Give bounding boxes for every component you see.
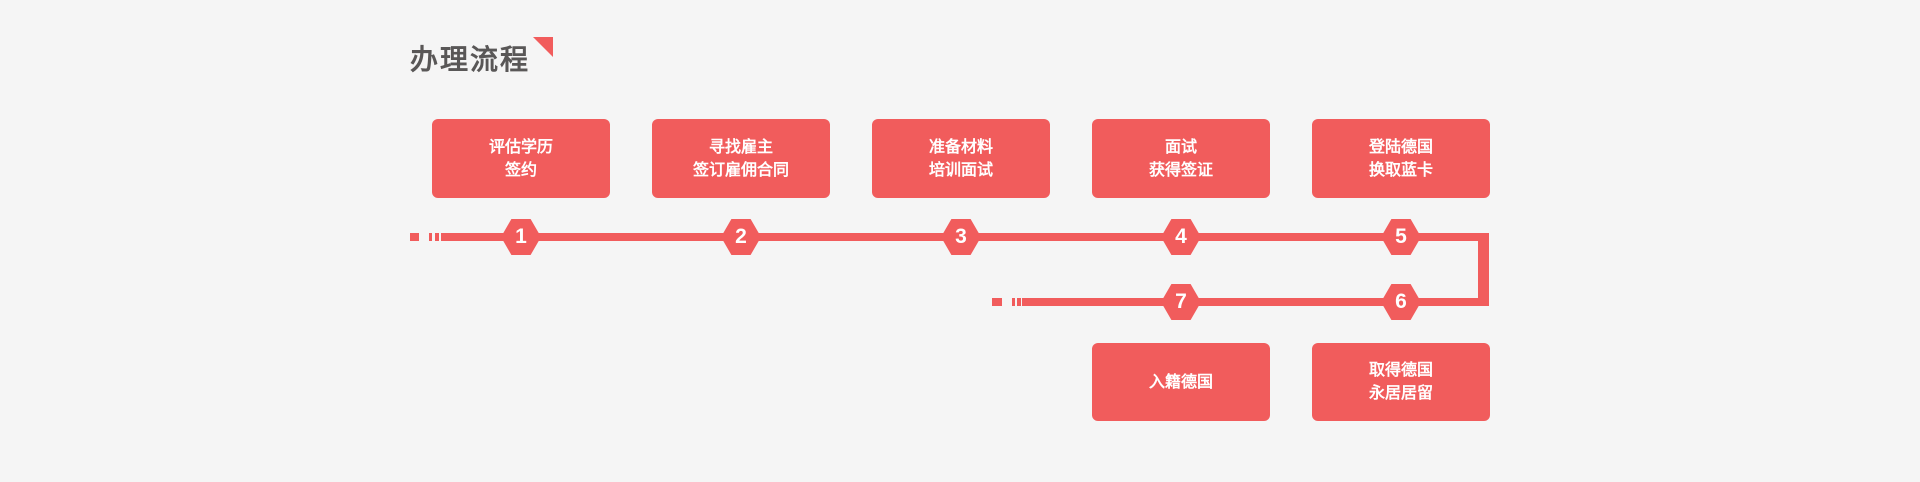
- step-box-5: 登陆德国 换取蓝卡: [1312, 119, 1490, 198]
- step-number: 3: [955, 225, 967, 248]
- timeline-start-square: [410, 233, 419, 241]
- timeline-start-dash: [435, 233, 439, 241]
- step-label: 取得德国: [1368, 362, 1433, 379]
- step-node-4: 4: [1161, 219, 1201, 255]
- step-label: 获得签证: [1148, 161, 1213, 179]
- step-node-5: 5: [1381, 219, 1421, 255]
- step-box-1: 评估学历 签约: [432, 119, 610, 198]
- step-label: 登陆德国: [1368, 138, 1433, 156]
- step-box-4: 面试 获得签证: [1092, 119, 1270, 198]
- step-box-3: 准备材料 培训面试: [872, 119, 1050, 198]
- step-number: 2: [735, 225, 747, 248]
- step-number: 7: [1175, 290, 1187, 313]
- step-node-7: 7: [1161, 284, 1201, 320]
- step-label: 签订雇佣合同: [692, 161, 789, 179]
- step-node-6: 6: [1381, 284, 1421, 320]
- step-label: 面试: [1164, 138, 1197, 156]
- step-box-7: 入籍德国: [1092, 343, 1270, 421]
- step-label: 签约: [504, 161, 537, 179]
- step-number: 4: [1175, 225, 1187, 248]
- step-box-6: 取得德国 永居居留: [1312, 343, 1490, 421]
- step-label: 培训面试: [928, 161, 993, 179]
- step-node-1: 1: [501, 219, 541, 255]
- step-number: 1: [515, 225, 527, 248]
- step-number: 5: [1395, 225, 1407, 248]
- step-label: 换取蓝卡: [1368, 161, 1433, 179]
- timeline-row2-line: [1022, 298, 1489, 306]
- step-label: 寻找雇主: [708, 138, 773, 156]
- timeline-row2-start-dash: [1017, 298, 1021, 306]
- step-node-2: 2: [721, 219, 761, 255]
- step-number: 6: [1395, 290, 1407, 313]
- step-node-3: 3: [941, 219, 981, 255]
- step-label: 入籍德国: [1148, 373, 1213, 391]
- step-label: 永居居留: [1368, 385, 1433, 402]
- timeline-vertical-connector: [1478, 233, 1489, 306]
- step-box-2: 寻找雇主 签订雇佣合同: [652, 119, 830, 198]
- timeline-start-dash: [429, 233, 432, 241]
- step-label: 准备材料: [928, 138, 993, 156]
- timeline-row2-start-square: [992, 298, 1002, 306]
- title-corner-triangle-icon: [533, 37, 553, 57]
- timeline-row2-start-dash: [1012, 298, 1015, 306]
- page-title: 办理流程: [410, 44, 531, 75]
- step-label: 评估学历: [488, 138, 553, 156]
